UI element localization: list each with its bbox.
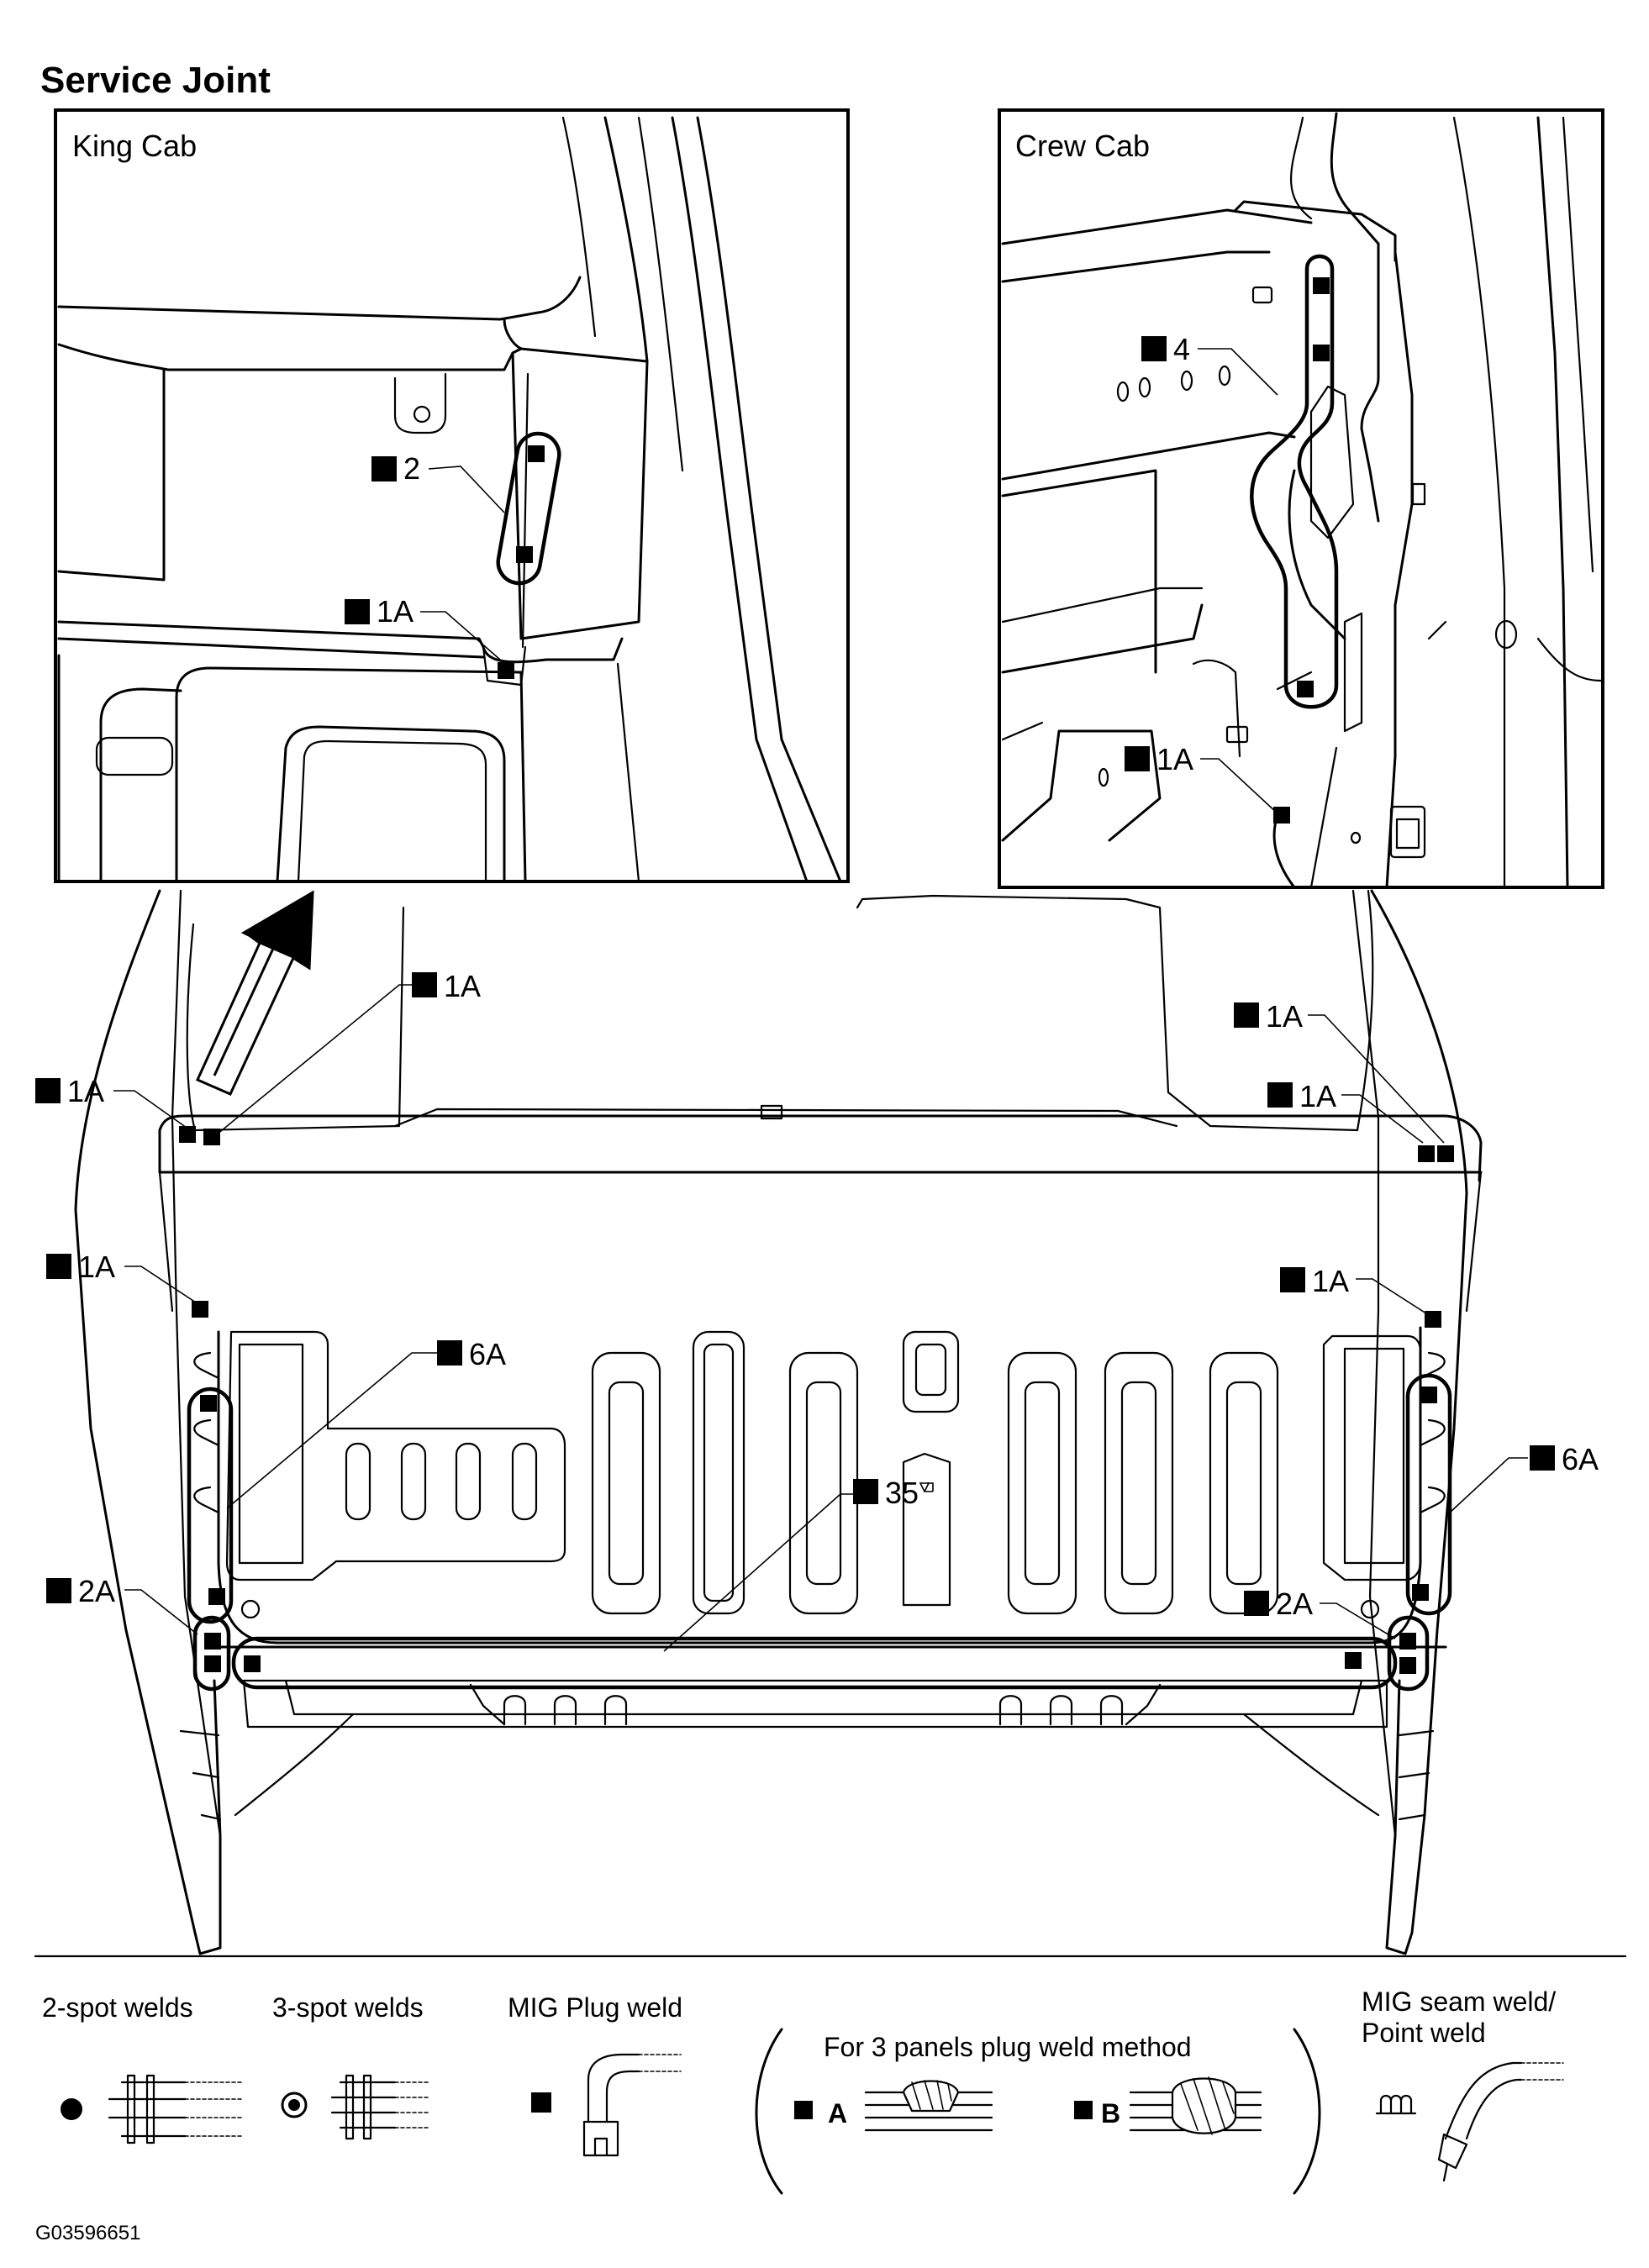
svg-text:1A: 1A <box>67 1074 104 1108</box>
svg-text:1A: 1A <box>78 1250 115 1284</box>
main-callouts: 1A 1A 1A 1A 1A 1A 6A <box>35 969 1599 1652</box>
svg-text:6A: 6A <box>1562 1442 1599 1476</box>
crew-cab-inset: Crew Cab <box>998 108 1604 889</box>
crew-cab-label: Crew Cab <box>1015 129 1150 163</box>
callout-6a: 6A <box>226 1337 506 1509</box>
callout-2a: 2A <box>1244 1587 1396 1639</box>
svg-text:3-spot welds: 3-spot welds <box>272 1992 424 2023</box>
callout-2a: 2A <box>46 1574 198 1635</box>
seam-weld-icon <box>1375 2094 1417 2115</box>
svg-text:35: 35 <box>885 1476 919 1510</box>
svg-text:MIG seam weld/: MIG seam weld/ <box>1362 1986 1556 2017</box>
weld-legend: 2-spot welds 3-spot welds <box>34 1955 1627 2244</box>
king-cab-callout-1a: 1A <box>377 594 414 629</box>
svg-text:2A: 2A <box>1276 1587 1313 1621</box>
svg-text:1A: 1A <box>444 969 481 1003</box>
legend-2-spot-welds: 2-spot welds <box>42 1992 245 2144</box>
legend-mig-seam-weld: MIG seam weld/ Point weld <box>1362 1986 1564 2182</box>
plug-weld-square-icon <box>531 2092 551 2113</box>
truck-bed-drawing <box>74 889 1483 1955</box>
svg-text:A: A <box>828 2098 847 2129</box>
legend-3-spot-welds: 3-spot welds <box>272 1992 429 2140</box>
callout-1a: 1A <box>1234 999 1445 1144</box>
svg-text:2-spot welds: 2-spot welds <box>42 1992 193 2023</box>
spot-weld-dot-icon <box>61 2098 82 2120</box>
callout-6a: 6A <box>1449 1442 1599 1513</box>
method-a: A <box>794 2080 993 2132</box>
svg-text:2A: 2A <box>78 1574 115 1608</box>
king-cab-inset: King Cab 2 1A <box>54 108 850 883</box>
page-title: Service Joint <box>40 60 271 101</box>
mig-seam-weld-symbol <box>1437 2061 1564 2182</box>
callout-1a: 1A <box>46 1250 197 1303</box>
king-cab-label: King Cab <box>72 129 197 163</box>
svg-text:1A: 1A <box>1312 1264 1349 1298</box>
two-spot-weld-symbol <box>108 2074 245 2144</box>
svg-text:1A: 1A <box>1266 999 1303 1034</box>
svg-text:For 3 panels plug weld method: For 3 panels plug weld method <box>824 2032 1192 2062</box>
svg-text:1A: 1A <box>1299 1079 1336 1113</box>
crew-cab-callout-1a: 1A <box>1156 742 1193 776</box>
mig-plug-weld-symbol <box>582 2053 682 2157</box>
svg-text:B: B <box>1101 2098 1120 2129</box>
figure-id: G03596651 <box>35 2222 140 2244</box>
svg-text:6A: 6A <box>469 1337 506 1371</box>
svg-text:Point weld: Point weld <box>1362 2018 1486 2048</box>
three-spot-weld-symbol <box>330 2074 429 2140</box>
legend-mig-plug-weld: MIG Plug weld <box>508 1992 682 2157</box>
legend-3-panel-plug-weld: For 3 panels plug weld method A B <box>755 2028 1321 2195</box>
crew-cab-callout-4: 4 <box>1173 332 1190 366</box>
king-cab-callout-2: 2 <box>403 451 420 486</box>
method-b: B <box>1074 2076 1262 2135</box>
callout-1a: 1A <box>216 969 481 1135</box>
svg-text:MIG Plug weld: MIG Plug weld <box>508 1992 682 2023</box>
callout-1a: 1A <box>35 1074 187 1129</box>
callout-1a: 1A <box>1280 1264 1430 1316</box>
callout-35: 35 <box>663 1476 934 1652</box>
callout-1a: 1A <box>1267 1079 1424 1144</box>
